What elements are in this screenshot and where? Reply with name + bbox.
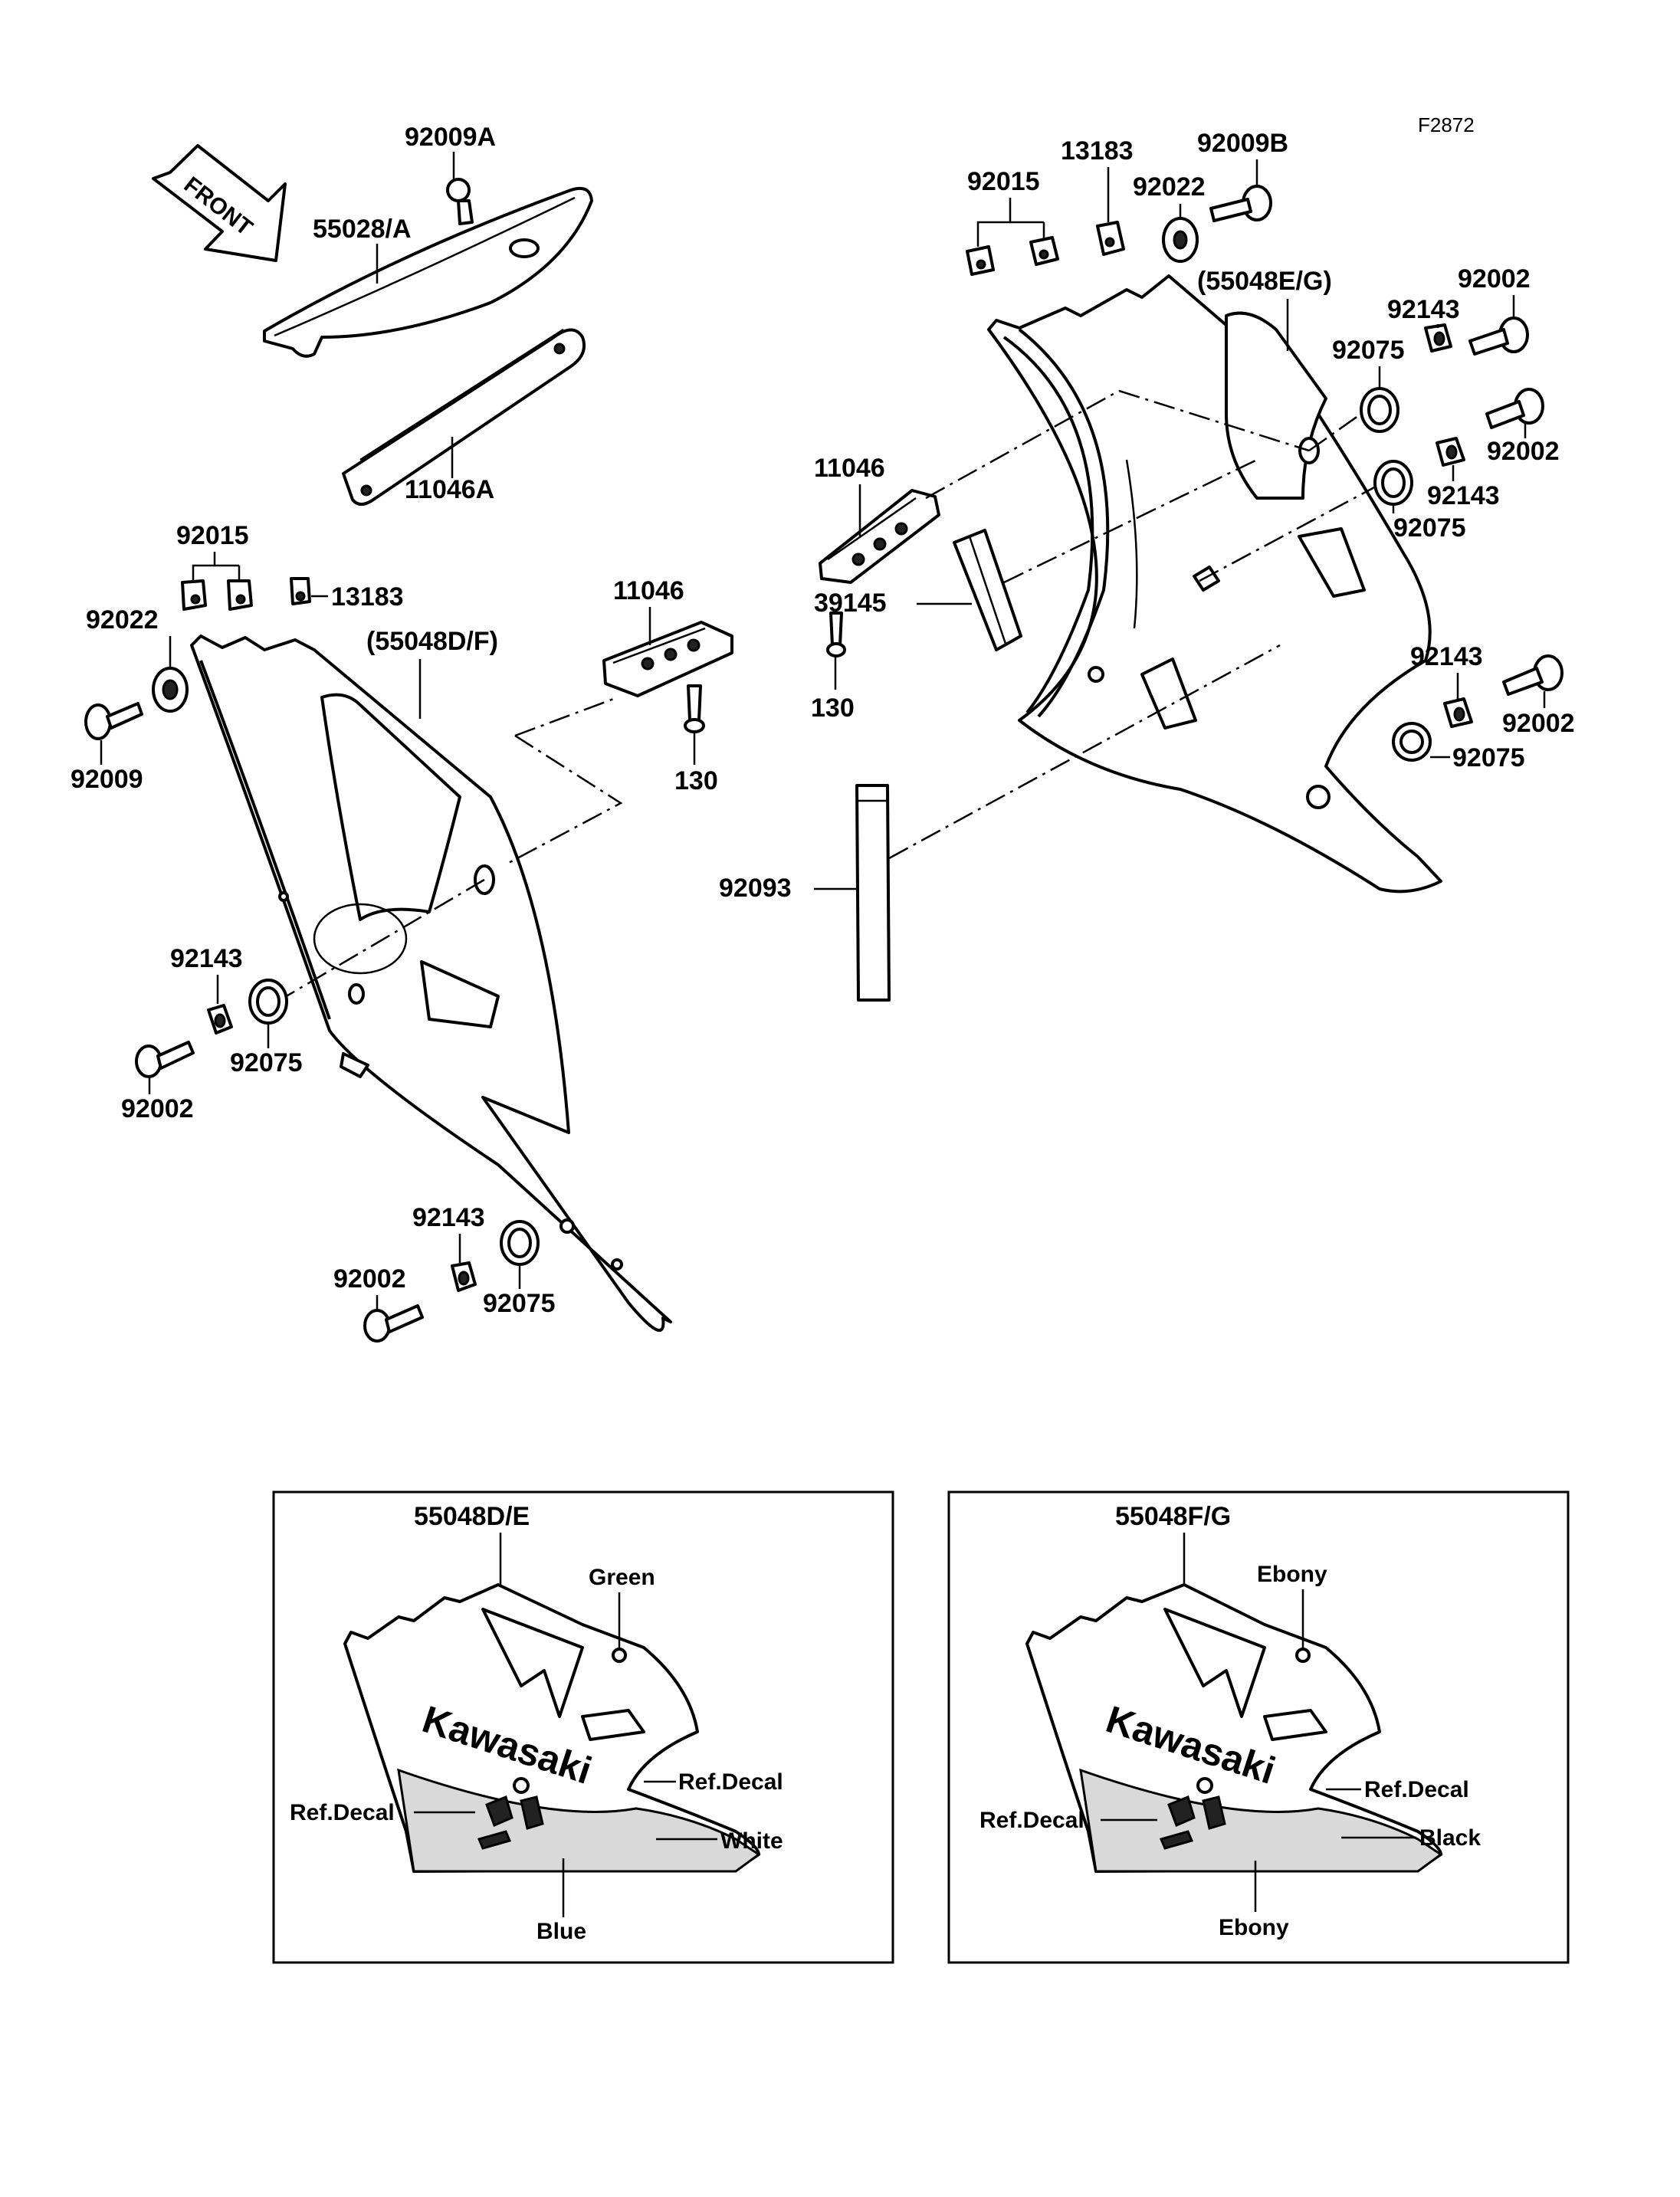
clip-13183-left-icon	[290, 577, 311, 605]
label-92075-r3: 92075	[1452, 743, 1525, 772]
panel1-ref-decal-left: Ref.Decal	[290, 1800, 395, 1825]
label-92002-left-mid: 92002	[121, 1094, 194, 1123]
label-92002-left-bot: 92002	[333, 1264, 406, 1294]
clip-92015-left-b-icon	[227, 579, 253, 611]
panel2-title: 55048F/G	[1115, 1502, 1231, 1531]
label-39145: 39145	[814, 589, 887, 618]
nut-92143-r2-icon	[1436, 437, 1465, 467]
pad-39145	[953, 529, 1022, 651]
label-92015-right: 92015	[967, 167, 1040, 196]
label-92075-left-bot: 92075	[483, 1289, 556, 1318]
label-92143-r2: 92143	[1427, 481, 1500, 510]
label-11046-left: 11046	[613, 576, 684, 605]
label-92143-left-mid: 92143	[170, 944, 243, 973]
label-92022-left: 92022	[86, 605, 159, 635]
bolt-92009A-icon	[446, 178, 474, 225]
label-92015-left: 92015	[176, 521, 249, 550]
clip-92015-right-a-icon	[966, 245, 995, 276]
front-arrow-icon: FRONT	[152, 144, 287, 262]
label-92009: 92009	[71, 765, 143, 794]
lower-fairing-left-55048DF	[190, 635, 672, 1332]
panel2-bottom-color: Ebony	[1219, 1915, 1289, 1940]
bolt-92002-r2-icon	[1485, 388, 1544, 429]
bolt-92002-r1-icon	[1468, 316, 1529, 356]
nut-92143-r1-icon	[1424, 323, 1452, 353]
label-130-left: 130	[674, 766, 718, 795]
label-92075-r2: 92075	[1393, 513, 1466, 543]
nut-92143-left-mid-icon	[207, 1004, 233, 1035]
label-92022-right: 92022	[1133, 172, 1206, 202]
panel2-ref-decal-right: Ref.Decal	[1364, 1777, 1469, 1802]
label-92143-r1: 92143	[1387, 295, 1460, 324]
panel1-title: 55048D/E	[414, 1502, 530, 1531]
panel2-ref-decal-left: Ref.Decal	[979, 1808, 1084, 1833]
label-55048DF: (55048D/F)	[366, 627, 498, 656]
clip-92015-right-b-icon	[1029, 236, 1059, 266]
grommet-92075-left-bot-icon	[500, 1220, 540, 1266]
bolt-92009-icon	[84, 702, 143, 740]
bracket-11046A	[342, 328, 586, 506]
panel1-decal-icon	[477, 1795, 544, 1850]
label-92143-left-bot: 92143	[412, 1203, 485, 1232]
grommet-92075-r3-icon	[1392, 722, 1432, 762]
screw-130-left-icon	[684, 684, 705, 733]
color-panel-55048DE: 55048D/E Kawasaki Green Ref.Decal White …	[272, 1490, 894, 1964]
grommet-92075-left-mid-icon	[248, 979, 288, 1025]
bolt-92002-left-mid-icon	[135, 1041, 195, 1078]
nut-92143-left-bot-icon	[451, 1261, 477, 1292]
label-92009B: 92009B	[1197, 129, 1288, 158]
bolt-92009B-icon	[1209, 185, 1272, 222]
label-92143-r3: 92143	[1410, 642, 1483, 671]
label-13183-left: 13183	[331, 582, 404, 612]
lower-fairing-right-55048EG	[987, 274, 1442, 894]
label-92093: 92093	[719, 874, 792, 903]
label-11046-right: 11046	[814, 454, 885, 483]
panel1-ref-decal-right: Ref.Decal	[678, 1769, 783, 1795]
grommet-92075-r1-icon	[1360, 387, 1399, 433]
bracket-11046-right	[819, 489, 940, 584]
label-11046A: 11046A	[405, 475, 494, 504]
nut-92143-r3-icon	[1443, 697, 1473, 728]
label-130-right: 130	[811, 694, 855, 723]
color-panel-55048FG: 55048F/G Kawasaki Ebony Ref.Decal Black …	[947, 1490, 1570, 1964]
clip-92015-left-a-icon	[181, 579, 207, 611]
label-55048EG: (55048E/G)	[1197, 267, 1332, 296]
clip-13183-right-icon	[1096, 221, 1125, 256]
panel2-top-color: Ebony	[1257, 1562, 1327, 1587]
strip-92093	[855, 784, 891, 1002]
washer-92022-right-icon	[1162, 217, 1199, 263]
panel2-stripe-color: Black	[1419, 1825, 1481, 1851]
label-92075-r1: 92075	[1332, 336, 1405, 365]
label-92009A: 92009A	[405, 123, 496, 152]
label-13183-right: 13183	[1061, 136, 1134, 166]
panel1-top-color: Green	[589, 1565, 655, 1590]
label-92002-r2: 92002	[1487, 437, 1560, 466]
bracket-11046-left	[602, 621, 733, 697]
label-92075-left-mid: 92075	[230, 1048, 303, 1077]
bolt-92002-r3-icon	[1502, 654, 1564, 696]
label-92002-r3: 92002	[1502, 709, 1575, 738]
label-55028A: 55028/A	[313, 215, 412, 244]
seat-cover-55028A	[263, 186, 593, 358]
bolt-92002-left-bot-icon	[363, 1304, 424, 1343]
panel2-decal-icon	[1159, 1795, 1226, 1850]
washer-92022-left-icon	[152, 667, 189, 713]
panel1-stripe-color: White	[720, 1828, 783, 1854]
grommet-92075-r2-icon	[1373, 460, 1413, 506]
label-92002-r1: 92002	[1458, 264, 1531, 293]
panel1-bottom-color: Blue	[536, 1919, 586, 1944]
figure-code: F2872	[1418, 113, 1475, 136]
screw-130-right-icon	[826, 612, 846, 657]
